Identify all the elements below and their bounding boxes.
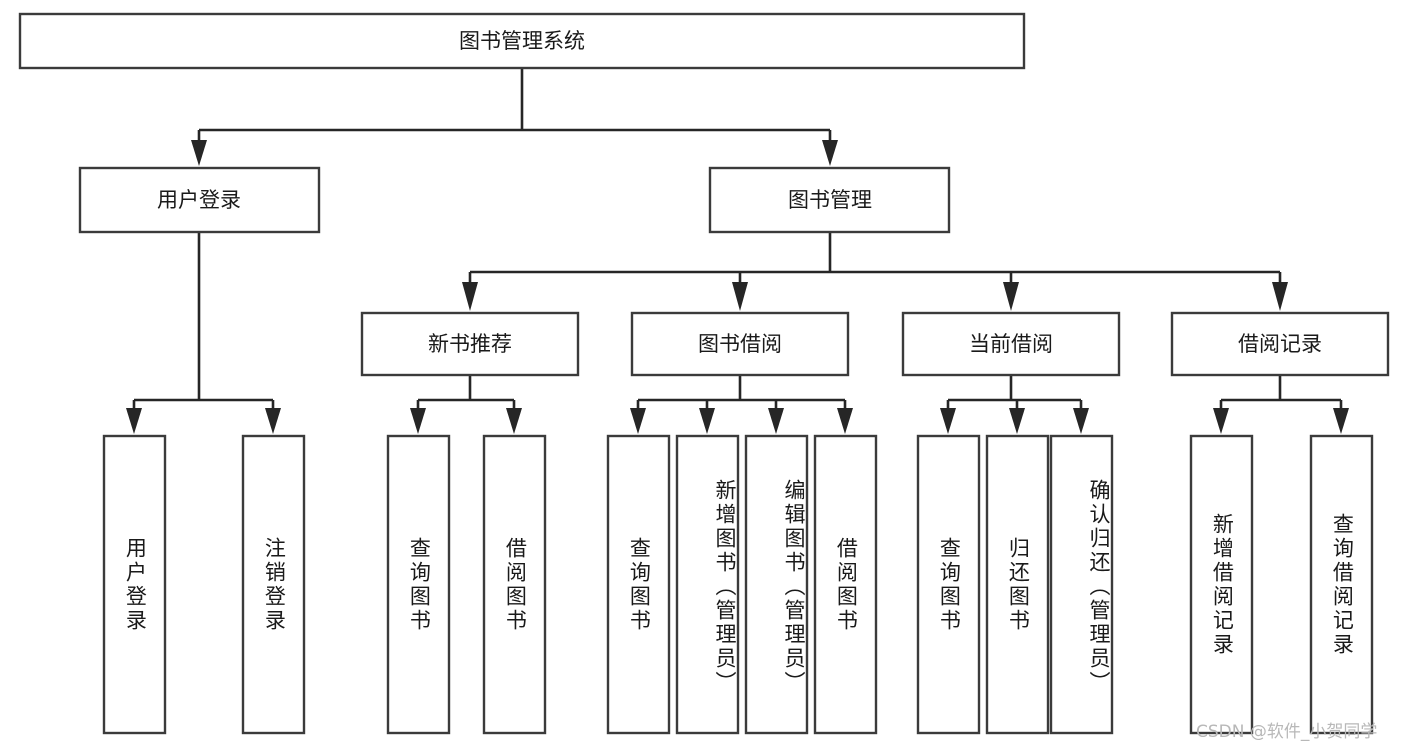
node-book-borrow-label: 图书借阅: [698, 332, 782, 356]
leaf-box-user-logout[interactable]: [241, 434, 306, 735]
leaf-box-user-login[interactable]: [102, 434, 167, 735]
node-book-borrow[interactable]: 图书借阅: [630, 311, 850, 377]
leaf-box-add-book-admin[interactable]: [675, 434, 740, 735]
leaf-box-query-books-borrow[interactable]: [606, 434, 671, 735]
connector-books-to-level3: [462, 232, 1288, 311]
node-book-borrow-box[interactable]: [630, 311, 850, 377]
node-book-management-label: 图书管理: [788, 188, 872, 212]
node-user-login-box[interactable]: [78, 166, 321, 234]
connector-borrowrecords-to-leaves: [1213, 375, 1349, 434]
connector-root-to-level2: [191, 68, 838, 166]
node-current-borrow-box[interactable]: [901, 311, 1121, 377]
connector-borrowbooks-to-leaves: [630, 375, 853, 434]
node-current-borrow-label: 当前借阅: [969, 332, 1053, 356]
node-current-borrow[interactable]: 当前借阅: [901, 311, 1121, 377]
leaf-box-add-borrow-record[interactable]: [1189, 434, 1254, 735]
node-root-box[interactable]: [18, 12, 1026, 70]
node-new-book-recommend[interactable]: 新书推荐: [360, 311, 580, 377]
node-borrow-records-label: 借阅记录: [1238, 332, 1322, 356]
leaf-box-borrow-book[interactable]: [813, 434, 878, 735]
leaf-boxes-layer: [102, 434, 1374, 735]
leaf-box-confirm-return-admin[interactable]: [1049, 434, 1114, 735]
leaf-box-borrow-books-new[interactable]: [482, 434, 547, 735]
connector-newbooks-to-leaves: [410, 375, 522, 434]
leaf-box-return-book[interactable]: [985, 434, 1050, 735]
node-root-label: 图书管理系统: [459, 29, 585, 53]
leaf-box-query-borrow-record[interactable]: [1309, 434, 1374, 735]
node-new-book-recommend-label: 新书推荐: [428, 332, 512, 356]
node-user-login-label: 用户登录: [157, 188, 241, 212]
connector-userlogin-to-leaves: [126, 232, 281, 434]
node-root[interactable]: 图书管理系统: [18, 12, 1026, 70]
node-book-management-box[interactable]: [708, 166, 951, 234]
node-borrow-records[interactable]: 借阅记录: [1170, 311, 1390, 377]
node-book-management[interactable]: 图书管理: [708, 166, 951, 234]
leaf-box-edit-book-admin[interactable]: [744, 434, 809, 735]
connector-currentborrow-to-leaves: [940, 375, 1089, 434]
leaf-box-query-books-current[interactable]: [916, 434, 981, 735]
node-borrow-records-box[interactable]: [1170, 311, 1390, 377]
leaf-box-query-books-new[interactable]: [386, 434, 451, 735]
node-new-book-recommend-box[interactable]: [360, 311, 580, 377]
connectors-layer: [126, 68, 1349, 434]
node-user-login[interactable]: 用户登录: [78, 166, 321, 234]
csdn-watermark: CSDN @软件_小贺同学: [1196, 722, 1377, 742]
